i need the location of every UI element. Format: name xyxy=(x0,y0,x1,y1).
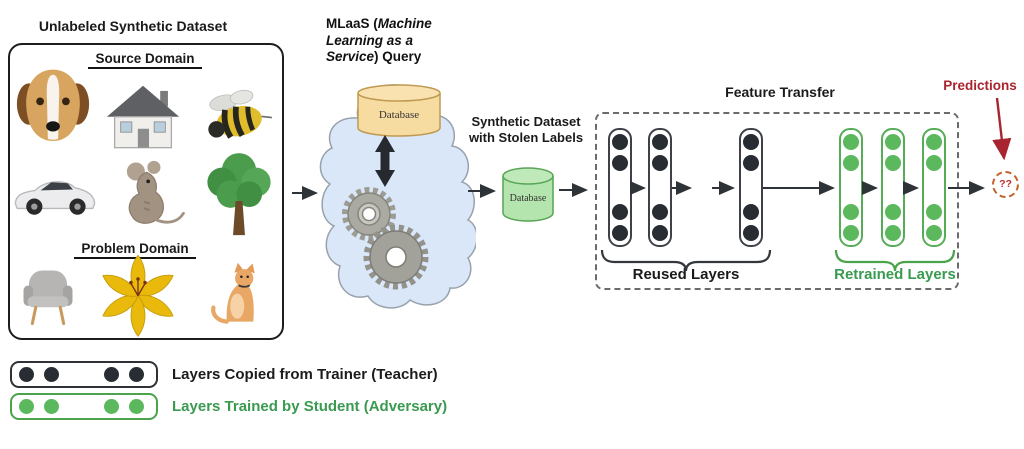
student-dot xyxy=(129,399,144,414)
neuron-dot xyxy=(885,155,901,171)
student-dot xyxy=(44,399,59,414)
dog-image xyxy=(16,69,90,141)
query-database-label: Database xyxy=(379,109,419,121)
reused-layers-label: Reused Layers xyxy=(632,266,740,283)
retrained-layers-label: Retrained Layers xyxy=(834,266,956,283)
neuron-dot xyxy=(843,204,859,220)
neuron-dot xyxy=(885,204,901,220)
neuron-dot xyxy=(743,155,759,171)
tree-image xyxy=(207,153,271,236)
mouse-image xyxy=(126,160,185,224)
cloud-shape xyxy=(319,84,476,309)
neuron-dot xyxy=(743,225,759,241)
mlaas-title: MLaaS (Machine Learning as a Service) Qu… xyxy=(326,16,432,64)
neuron-dot xyxy=(885,134,901,150)
neuron-dot xyxy=(926,134,942,150)
student-dot xyxy=(19,399,34,414)
reused-layer xyxy=(648,128,672,247)
teacher-dot xyxy=(19,367,34,382)
legend-teacher-label: Layers Copied from Trainer (Teacher) xyxy=(172,366,438,383)
stolen-database-label: Database xyxy=(510,193,547,204)
legend-teacher-layer xyxy=(10,361,158,388)
neuron-dot xyxy=(612,225,628,241)
neuron-dot xyxy=(612,155,628,171)
source-domain-header: Source Domain xyxy=(60,51,230,69)
feature-transfer-title: Feature Transfer xyxy=(725,84,835,100)
neuron-dot xyxy=(612,134,628,150)
teacher-dot xyxy=(129,367,144,382)
feature-transfer-box xyxy=(595,112,959,290)
retrained-layer xyxy=(839,128,863,247)
neuron-dot xyxy=(652,155,668,171)
stolen-dataset-label: Synthetic Dataset with Stolen Labels xyxy=(468,114,584,145)
retrained-layer xyxy=(922,128,946,247)
reused-layer xyxy=(608,128,632,247)
neuron-dot xyxy=(652,225,668,241)
neuron-dot xyxy=(612,204,628,220)
gear-icon xyxy=(342,187,396,241)
neuron-dot xyxy=(926,225,942,241)
neuron-dot xyxy=(926,204,942,220)
retrained-layer xyxy=(881,128,905,247)
neuron-dot xyxy=(652,204,668,220)
neuron-dot xyxy=(885,225,901,241)
neuron-dot xyxy=(843,155,859,171)
car-image xyxy=(14,181,96,215)
neuron-dot xyxy=(652,134,668,150)
teacher-dot xyxy=(44,367,59,382)
teacher-dot xyxy=(104,367,119,382)
neuron-dot xyxy=(743,134,759,150)
predictions-arrow xyxy=(992,97,1012,161)
legend-student-layer xyxy=(10,393,158,420)
prediction-placeholder: ?? xyxy=(992,171,1019,198)
predictions-label: Predictions xyxy=(943,78,1017,93)
armchair-image xyxy=(23,270,73,326)
query-database-cylinder: Database xyxy=(357,84,441,137)
house-image xyxy=(106,85,180,149)
neuron-dot xyxy=(743,204,759,220)
problem-domain-header: Problem Domain xyxy=(50,241,220,259)
neuron-dot xyxy=(843,225,859,241)
reused-layer xyxy=(739,128,763,247)
gear-icon xyxy=(363,224,429,290)
cat-image xyxy=(211,262,255,324)
student-dot xyxy=(104,399,119,414)
stolen-database-cylinder: Database xyxy=(502,167,554,222)
lily-flower-image xyxy=(102,254,174,337)
dataset-panel-title: Unlabeled Synthetic Dataset xyxy=(38,18,228,34)
mlaas-title-italic: Machine Learning as a Service xyxy=(326,16,432,64)
legend-student-label: Layers Trained by Student (Adversary) xyxy=(172,398,448,415)
neuron-dot xyxy=(843,134,859,150)
bee-image xyxy=(208,89,272,139)
neuron-dot xyxy=(926,155,942,171)
